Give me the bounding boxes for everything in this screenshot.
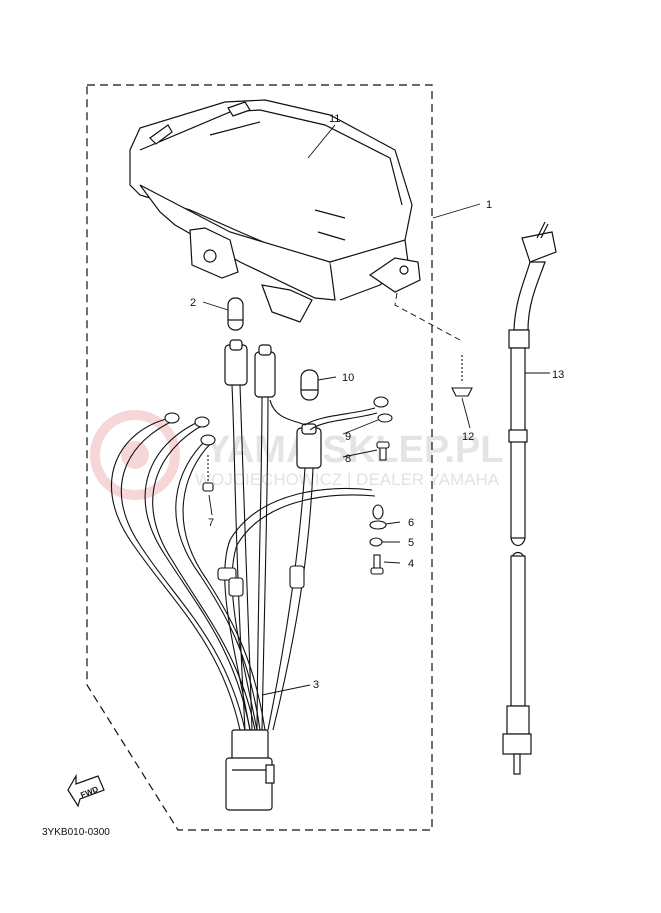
watermark-tagline: WOJCIECHOWICZ | DEALER YAMAHA — [195, 470, 500, 489]
assembly-boundary — [86, 84, 433, 831]
watermark: YAMA SKLEP.PL WOJCIECHOWICZ | DEALER YAM… — [90, 410, 503, 500]
ring-terminals — [164, 396, 389, 520]
speedometer-cable — [502, 221, 557, 775]
harness-connector — [225, 729, 275, 811]
callout-4: 4 — [408, 558, 414, 570]
fwd-arrow-icon — [67, 773, 105, 808]
meter-assembly — [129, 99, 421, 323]
callout-10: 10 — [342, 372, 354, 384]
callout-2: 2 — [190, 297, 196, 309]
callout-6: 6 — [408, 517, 414, 529]
callout-7: 7 — [208, 517, 214, 529]
hardware — [202, 355, 473, 575]
callout-13: 13 — [552, 369, 564, 381]
watermark-logo-ring — [90, 410, 180, 500]
leader-lines — [202, 124, 550, 696]
watermark-brand: YAMA SKLEP.PL — [205, 429, 503, 471]
bulb-2 — [227, 297, 244, 331]
bulb-sockets — [224, 339, 322, 469]
callouts: 1 11 2 10 9 8 7 6 5 4 3 12 13 — [190, 113, 564, 691]
callout-8: 8 — [345, 453, 351, 465]
bulb-10 — [300, 369, 319, 401]
fwd-arrow: FWD — [67, 773, 105, 808]
callout-1: 1 — [486, 199, 492, 211]
callout-5: 5 — [408, 537, 414, 549]
harness-clips — [217, 565, 305, 597]
callout-11: 11 — [329, 113, 340, 125]
drawing-code: 3YKB010-0300 — [42, 827, 110, 838]
wire-harness — [111, 384, 378, 731]
callout-12: 12 — [462, 431, 474, 443]
callout-9: 9 — [345, 431, 351, 443]
callout-3: 3 — [313, 679, 319, 691]
